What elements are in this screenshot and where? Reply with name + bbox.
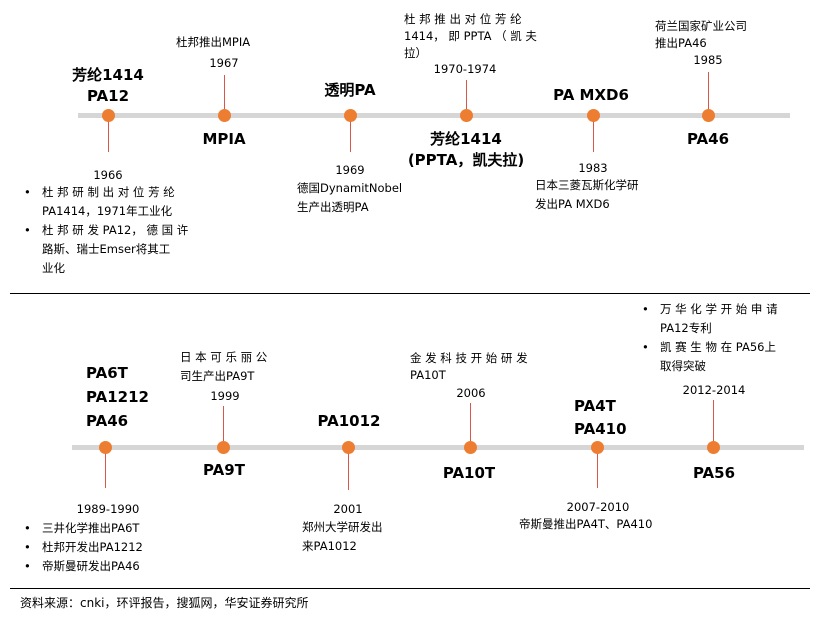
source-note: 资料来源：cnki，环评报告，搜狐网，华安证券研究所 [20,596,309,610]
event-title: PA9T [203,461,245,479]
event-title: PA46 [686,130,730,148]
event-year: 1966 [93,168,123,182]
list-item: 杜 邦 研 发 PA12， 德 国 许 路斯、瑞士Emser将其工 业化 [20,221,188,278]
event-description: 帝斯曼推出PA4T、PA410 [519,517,653,531]
event-year: 1989-1990 [76,502,140,516]
list-item: 杜邦开发出PA1212 [20,538,143,557]
list-item: 万 华 化 学 开 始 申 请 PA12专利 [638,300,778,338]
event-title: PA4T PA410 [574,397,627,438]
event-title: 芳纶1414 PA12 [72,66,144,105]
event-year: 1985 [693,53,723,67]
event-notes: 万 华 化 学 开 始 申 请 PA12专利 凯 赛 生 物 在 PA56上 取… [638,300,778,376]
footer-divider [10,588,810,589]
event-description: 日 本 可 乐 丽 公 司生产出PA9T [180,350,268,383]
event-stem [712,400,714,447]
timeline-node [707,441,720,454]
event-stem [349,116,351,152]
event-title: PA6T PA1212 PA46 [86,364,149,430]
event-title: MPIA [202,130,246,148]
event-description: 郑州大学研发出 来PA1012 [302,520,383,553]
timeline-node [464,441,477,454]
event-title: PA56 [692,464,736,482]
event-notes: 杜 邦 研 制 出 对 位 芳 纶 PA1414，1971年工业化 杜 邦 研 … [20,183,188,278]
timeline-node [702,109,715,122]
timeline-node [591,441,604,454]
event-year: 1970-1974 [433,62,497,76]
event-title: 芳纶1414 (PPTA，凯夫拉) [407,130,525,169]
event-description: 杜 邦 推 出 对 位 芳 纶 1414， 即 PPTA （ 凯 夫 拉） [404,12,537,60]
event-year: 1967 [209,56,239,70]
event-description: 杜邦推出MPIA [176,35,251,49]
event-stem [104,448,106,488]
timeline-node [218,109,231,122]
section-divider [10,293,810,294]
list-item: 三井化学推出PA6T [20,519,143,538]
timeline-node [587,109,600,122]
event-stem [222,406,224,447]
event-notes: 三井化学推出PA6T 杜邦开发出PA1212 帝斯曼研发出PA46 [20,519,143,576]
event-year: 1969 [335,163,365,177]
event-stem [592,116,594,152]
event-description: 荷兰国家矿业公司 推出PA46 [655,19,747,50]
event-year: 2006 [456,386,486,400]
timeline-2-axis [72,445,804,450]
event-title: PA1012 [317,412,381,430]
event-title: PA10T [442,464,496,482]
event-stem [596,448,598,488]
timeline-node [102,109,115,122]
event-stem [347,448,349,490]
timeline-node [460,109,473,122]
list-item: 杜 邦 研 制 出 对 位 芳 纶 PA1414，1971年工业化 [20,183,188,221]
timeline-1-axis [78,113,790,118]
event-stem [465,80,467,115]
event-stem [707,72,709,115]
timeline-node [217,441,230,454]
event-description: 日本三菱瓦斯化学研 发出PA MXD6 [535,178,639,211]
timeline-node [342,441,355,454]
event-stem [223,75,225,115]
event-title: 透明PA [324,81,376,99]
event-year: 2001 [333,502,363,516]
event-year: 1983 [578,161,608,175]
list-item: 帝斯曼研发出PA46 [20,557,143,576]
timeline-node [344,109,357,122]
event-description: 金 发 科 技 开 始 研 发 PA10T [410,351,528,382]
event-year: 2012-2014 [682,383,746,397]
event-title: PA MXD6 [553,86,629,104]
list-item: 凯 赛 生 物 在 PA56上 取得突破 [638,338,778,376]
timeline-node [99,441,112,454]
event-year: 2007-2010 [566,500,630,514]
event-stem [469,403,471,447]
event-description: 德国DynamitNobel 生产出透明PA [297,181,403,214]
event-year: 1999 [210,389,240,403]
event-stem [107,116,109,152]
